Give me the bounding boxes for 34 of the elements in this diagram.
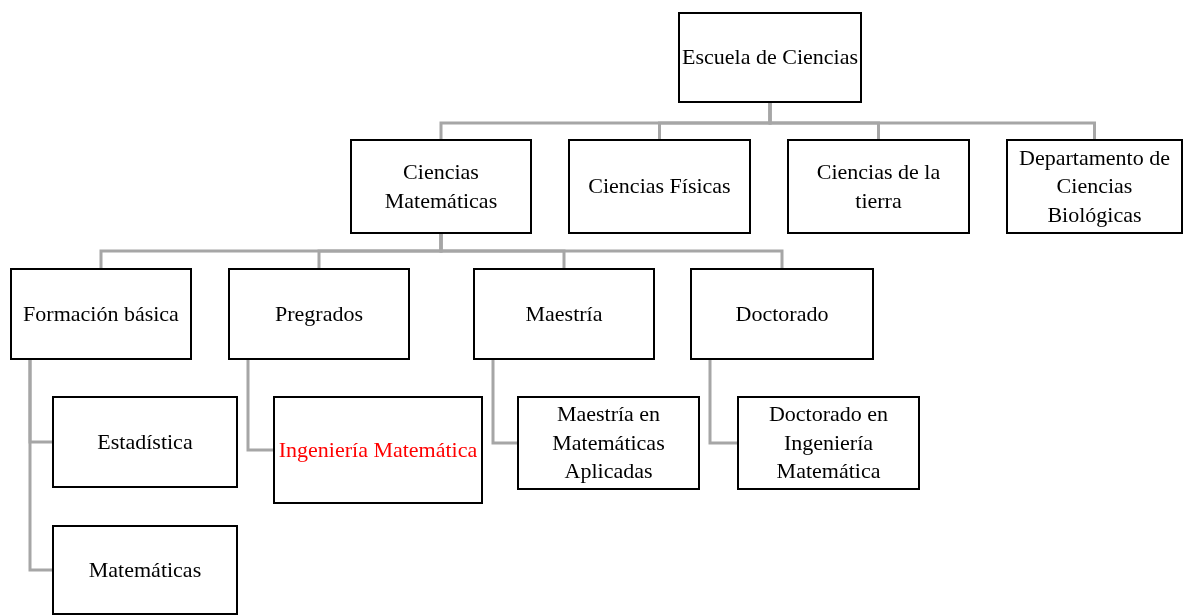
org-box [690, 268, 874, 360]
org-box [517, 396, 700, 490]
connector-line [768, 103, 1096, 139]
connector-line [28, 360, 52, 572]
box-label: Ciencias Físicas [588, 172, 731, 201]
box-label: Ingeniería Matemática [278, 435, 478, 464]
box-label: Doctorado en Ingeniería Matemática [767, 400, 890, 486]
box-label: Maestría en Matemáticas Aplicadas [551, 400, 666, 486]
box-label: Ciencias de la tierra [815, 157, 942, 215]
org-box [473, 268, 655, 360]
org-box [273, 396, 483, 504]
org-box [10, 268, 192, 360]
box-label: Ciencias Matemáticas [383, 157, 499, 215]
org-box [568, 139, 751, 234]
box-label: Escuela de Ciencias [682, 43, 858, 72]
box-label: Maestría [525, 299, 603, 328]
connector-line [491, 360, 517, 445]
org-box [52, 396, 238, 488]
box-label: Doctorado [735, 299, 829, 328]
org-box [678, 12, 862, 103]
org-box [228, 268, 410, 360]
box-label: Estadística [97, 427, 193, 456]
connector-line [708, 360, 737, 445]
box-label: Pregrados [275, 299, 363, 328]
connector-line [246, 360, 273, 452]
box-label: Departamento de Ciencias Biológicas [1018, 143, 1171, 229]
box-label: Formación básica [23, 299, 179, 328]
org-box [787, 139, 970, 234]
org-box [737, 396, 920, 490]
box-label: Matemáticas [88, 555, 202, 584]
connector-line [439, 234, 784, 268]
org-box [52, 525, 238, 615]
org-box [1006, 139, 1183, 234]
org-box [350, 139, 532, 234]
